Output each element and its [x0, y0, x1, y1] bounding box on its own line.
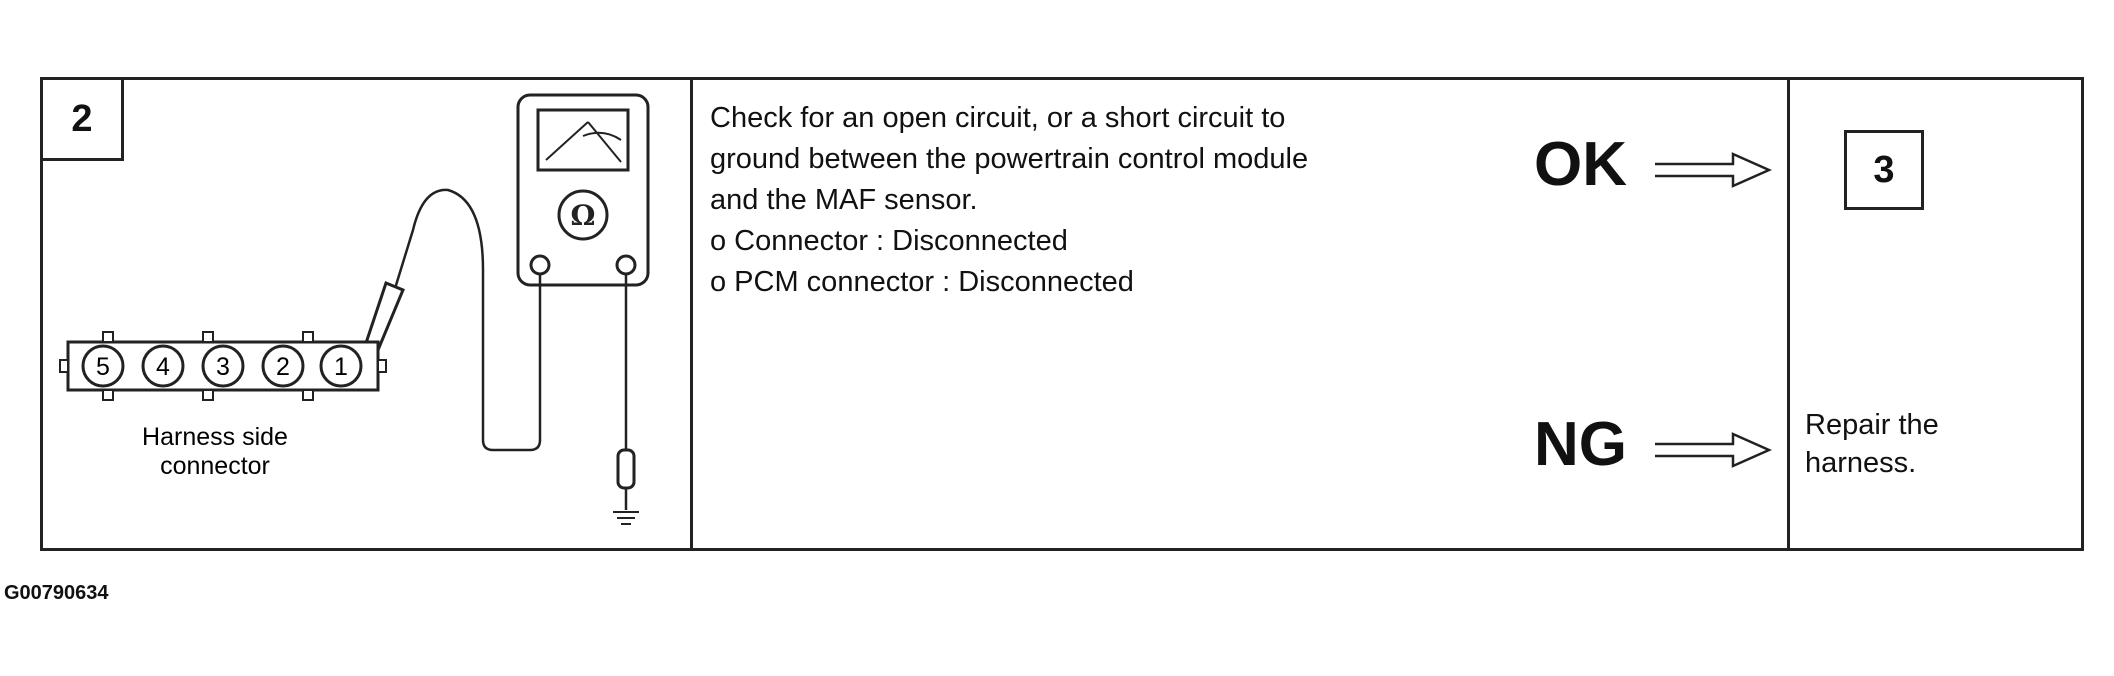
instructions: Check for an open circuit, or a short ci…	[710, 98, 1410, 303]
step-number: 2	[71, 97, 93, 140]
svg-text:2: 2	[276, 353, 290, 381]
instruction-line: o Connector : Disconnected	[710, 225, 1068, 257]
ok-arrow-icon	[1655, 152, 1773, 188]
column-divider	[1787, 80, 1790, 548]
ohmmeter-icon: Ω	[516, 93, 650, 287]
step-table: 2 Ω	[40, 77, 2084, 551]
instruction-line: ground between the powertrain control mo…	[710, 143, 1309, 175]
ohm-symbol: Ω	[571, 199, 596, 232]
connector-caption-line1: Harness side	[142, 423, 288, 451]
test-lead-ground	[613, 274, 639, 525]
pin-3: 3	[201, 344, 245, 388]
svg-text:5: 5	[96, 353, 110, 381]
ng-action-line1: Repair the	[1805, 409, 1939, 441]
pin-5: 5	[81, 344, 125, 388]
ohmmeter-diagram: Ω	[59, 93, 650, 525]
svg-text:1: 1	[334, 353, 348, 381]
svg-text:3: 3	[216, 353, 230, 381]
test-lead-positive	[359, 188, 542, 452]
ng-arrow-icon	[1655, 432, 1773, 468]
pin-2: 2	[261, 344, 305, 388]
instruction-line: and the MAF sensor.	[710, 184, 978, 216]
ng-label: NG	[1534, 410, 1627, 479]
instruction-line: o PCM connector : Disconnected	[710, 266, 1134, 298]
harness-connector: 5 4 3 2 1	[59, 331, 387, 401]
svg-text:4: 4	[156, 353, 170, 381]
ng-action-line2: harness.	[1805, 447, 1917, 479]
column-divider	[690, 80, 693, 548]
pin-4: 4	[141, 344, 185, 388]
step-number-box: 2	[43, 80, 124, 161]
instruction-line: Check for an open circuit, or a short ci…	[710, 102, 1286, 134]
ng-action: Repair the harness.	[1805, 406, 1939, 482]
connector-caption-line2: connector	[160, 452, 270, 480]
ok-label: OK	[1534, 130, 1627, 199]
figure-id: G00790634	[4, 582, 109, 604]
pin-1: 1	[319, 344, 363, 388]
next-step-number: 3	[1873, 148, 1895, 191]
next-step-box: 3	[1844, 130, 1924, 210]
